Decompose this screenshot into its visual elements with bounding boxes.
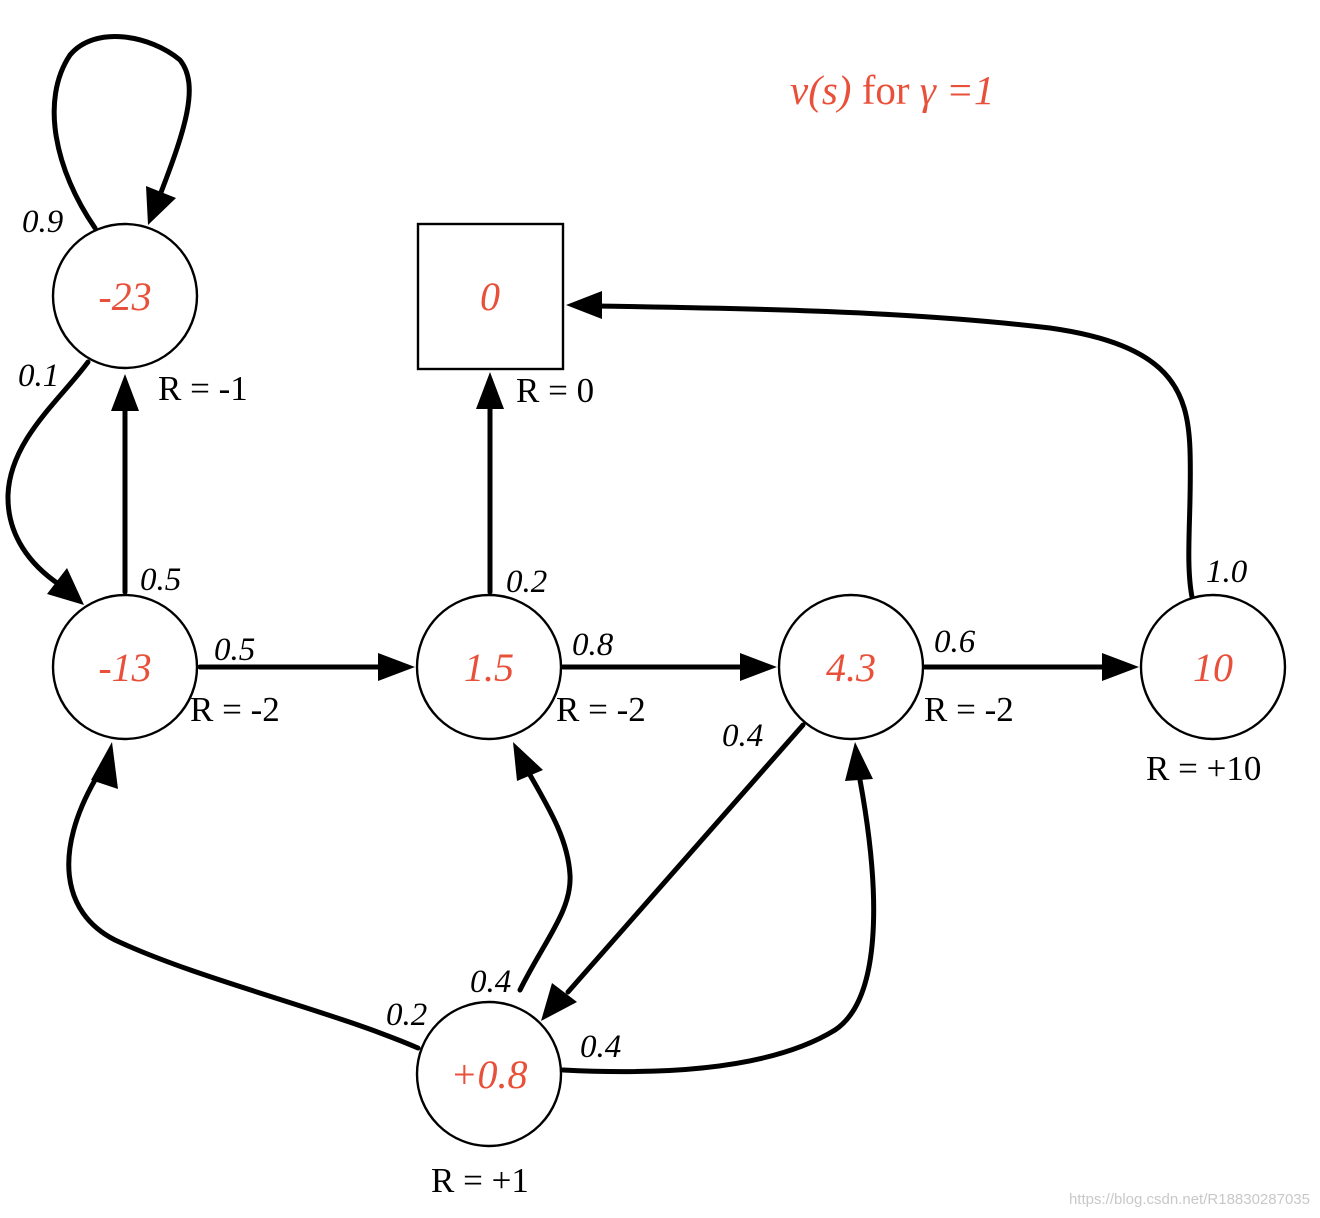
- state-facebook-value: -23: [98, 274, 151, 319]
- prob-class2-to-sleep: 0.2: [506, 564, 547, 600]
- prob-class1-to-facebook: 0.5: [140, 562, 181, 598]
- prob-pub-to-class1: 0.2: [386, 997, 427, 1033]
- arrowhead-facebook-loop: [146, 186, 176, 225]
- title-middle: for: [851, 67, 919, 113]
- state-sleep: 0: [416, 222, 565, 371]
- arrowhead-pub-to-class3: [845, 742, 873, 781]
- reward-facebook: R = -1: [158, 369, 248, 408]
- arrowhead-class2-to-sleep: [476, 372, 504, 409]
- state-sleep-value: 0: [480, 274, 500, 319]
- state-class3-value: 4.3: [826, 645, 876, 690]
- state-pub: +0.8: [415, 1000, 563, 1148]
- reward-pass: R = +10: [1146, 749, 1261, 788]
- state-pass-circle: [1139, 593, 1287, 741]
- arrowhead-class1-to-class2: [378, 653, 415, 681]
- state-class2-value: 1.5: [464, 645, 514, 690]
- state-class1-circle: [51, 593, 199, 741]
- prob-pub-to-class3: 0.4: [580, 1029, 621, 1065]
- state-class2-circle: [415, 593, 563, 741]
- state-facebook: -23: [51, 222, 199, 370]
- state-sleep-square: [416, 222, 565, 371]
- edge-facebook-loop: [51, 34, 192, 231]
- state-pub-circle: [415, 1000, 563, 1148]
- state-class3: 4.3: [777, 593, 925, 741]
- reward-pub: R = +1: [431, 1161, 529, 1200]
- arrowhead-pass-to-sleep: [566, 291, 602, 319]
- reward-class1: R = -2: [190, 690, 280, 729]
- arrowhead-pub-to-class2: [513, 742, 543, 781]
- prob-class2-to-class3: 0.8: [572, 627, 614, 663]
- edge-pass-to-sleep: [597, 303, 1195, 600]
- state-class2: 1.5: [415, 593, 563, 741]
- diagram-title: v(s) for γ =1: [790, 67, 994, 113]
- state-facebook-circle: [51, 222, 199, 370]
- prob-pub-to-class2: 0.4: [470, 964, 511, 1000]
- arrowhead-class2-to-class3: [740, 653, 777, 681]
- state-class3-circle: [777, 593, 925, 741]
- arrowhead-class1-to-facebook: [111, 374, 139, 411]
- state-pass-value: 10: [1193, 645, 1233, 690]
- edge-pub-to-class3: [560, 777, 877, 1075]
- edge-class3-to-pub: [565, 722, 806, 995]
- prob-class3-to-pub: 0.4: [722, 718, 763, 754]
- reward-class2: R = -2: [556, 690, 646, 729]
- state-class1: -13: [51, 593, 199, 741]
- prob-pass-to-sleep: 1.0: [1206, 554, 1248, 590]
- reward-class3: R = -2: [924, 690, 1014, 729]
- arrowhead-class3-to-pass: [1102, 653, 1139, 681]
- title-prefix: v(s): [790, 67, 851, 113]
- prob-class1-to-class2: 0.5: [214, 632, 255, 668]
- state-pass: 10: [1139, 593, 1287, 741]
- prob-facebook-loop: 0.9: [22, 204, 63, 240]
- state-class1-value: -13: [98, 645, 151, 690]
- watermark-text: https://blog.csdn.net/R18830287035: [1069, 1191, 1310, 1208]
- title-suffix: γ =1: [920, 67, 995, 113]
- edge-pub-to-class2: [517, 772, 573, 993]
- state-pub-value: +0.8: [451, 1052, 528, 1097]
- arrowhead-class3-to-pub: [541, 983, 577, 1021]
- prob-class3-to-pass: 0.6: [934, 624, 976, 660]
- arrowhead-facebook-to-class1: [47, 568, 84, 605]
- edge-pub-to-class1: [66, 777, 421, 1051]
- arrowhead-pub-to-class1: [91, 742, 118, 789]
- edge-facebook-to-class1: [5, 359, 91, 588]
- reward-sleep: R = 0: [516, 371, 594, 410]
- prob-facebook-to-class1: 0.1: [18, 358, 59, 394]
